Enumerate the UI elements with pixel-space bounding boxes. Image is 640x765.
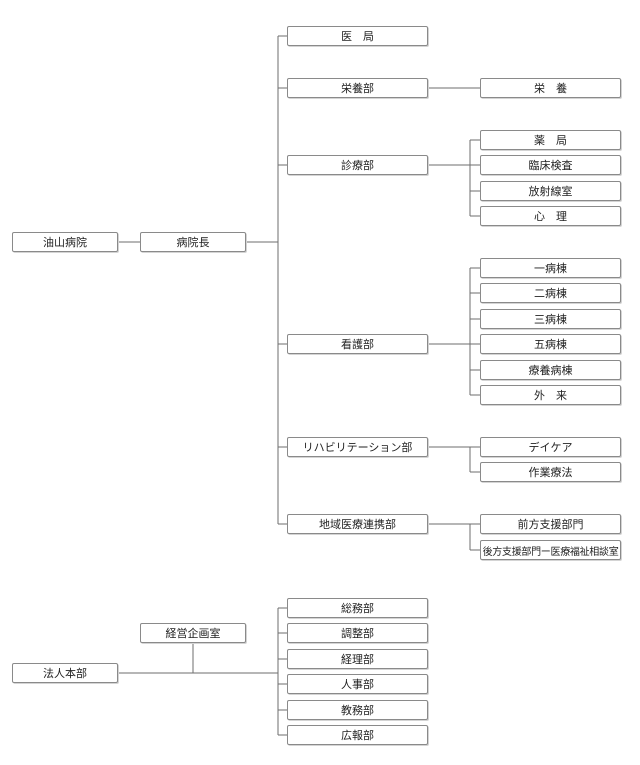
unit-nutrition: 栄 養	[480, 78, 621, 98]
unit-ward-2: 二病棟	[480, 283, 621, 303]
dept-medical-office: 医 局	[287, 26, 428, 46]
corp-dept-pr: 広報部	[287, 725, 428, 745]
corp-dept-accounting: 経理部	[287, 649, 428, 669]
unit-occupational-therapy: 作業療法	[480, 462, 621, 482]
dept-clinical: 診療部	[287, 155, 428, 175]
dept-nursing: 看護部	[287, 334, 428, 354]
unit-radiology: 放射線室	[480, 181, 621, 201]
corp-dept-education: 教務部	[287, 700, 428, 720]
unit-ward-5: 五病棟	[480, 334, 621, 354]
unit-psychology: 心 理	[480, 206, 621, 226]
unit-ward-3: 三病棟	[480, 309, 621, 329]
corp-dept-coordination: 調整部	[287, 623, 428, 643]
director-box: 病院長	[140, 232, 246, 252]
planning-office-box: 経営企画室	[140, 623, 246, 643]
hospital-root-box: 油山病院	[12, 232, 118, 252]
unit-clinical-lab: 臨床検査	[480, 155, 621, 175]
unit-outpatient: 外 来	[480, 385, 621, 405]
unit-backward-support: 後方支援部門ー医療福祉相談室	[480, 540, 621, 560]
unit-forward-support: 前方支援部門	[480, 514, 621, 534]
unit-ward-long-term: 療養病棟	[480, 360, 621, 380]
unit-pharmacy: 薬 局	[480, 130, 621, 150]
corporate-root-box: 法人本部	[12, 663, 118, 683]
dept-rehabilitation: リハビリテーション部	[287, 437, 428, 457]
corp-dept-general-affairs: 総務部	[287, 598, 428, 618]
unit-ward-1: 一病棟	[480, 258, 621, 278]
dept-nutrition: 栄養部	[287, 78, 428, 98]
unit-daycare: デイケア	[480, 437, 621, 457]
corp-dept-hr: 人事部	[287, 674, 428, 694]
dept-community-liaison: 地域医療連携部	[287, 514, 428, 534]
